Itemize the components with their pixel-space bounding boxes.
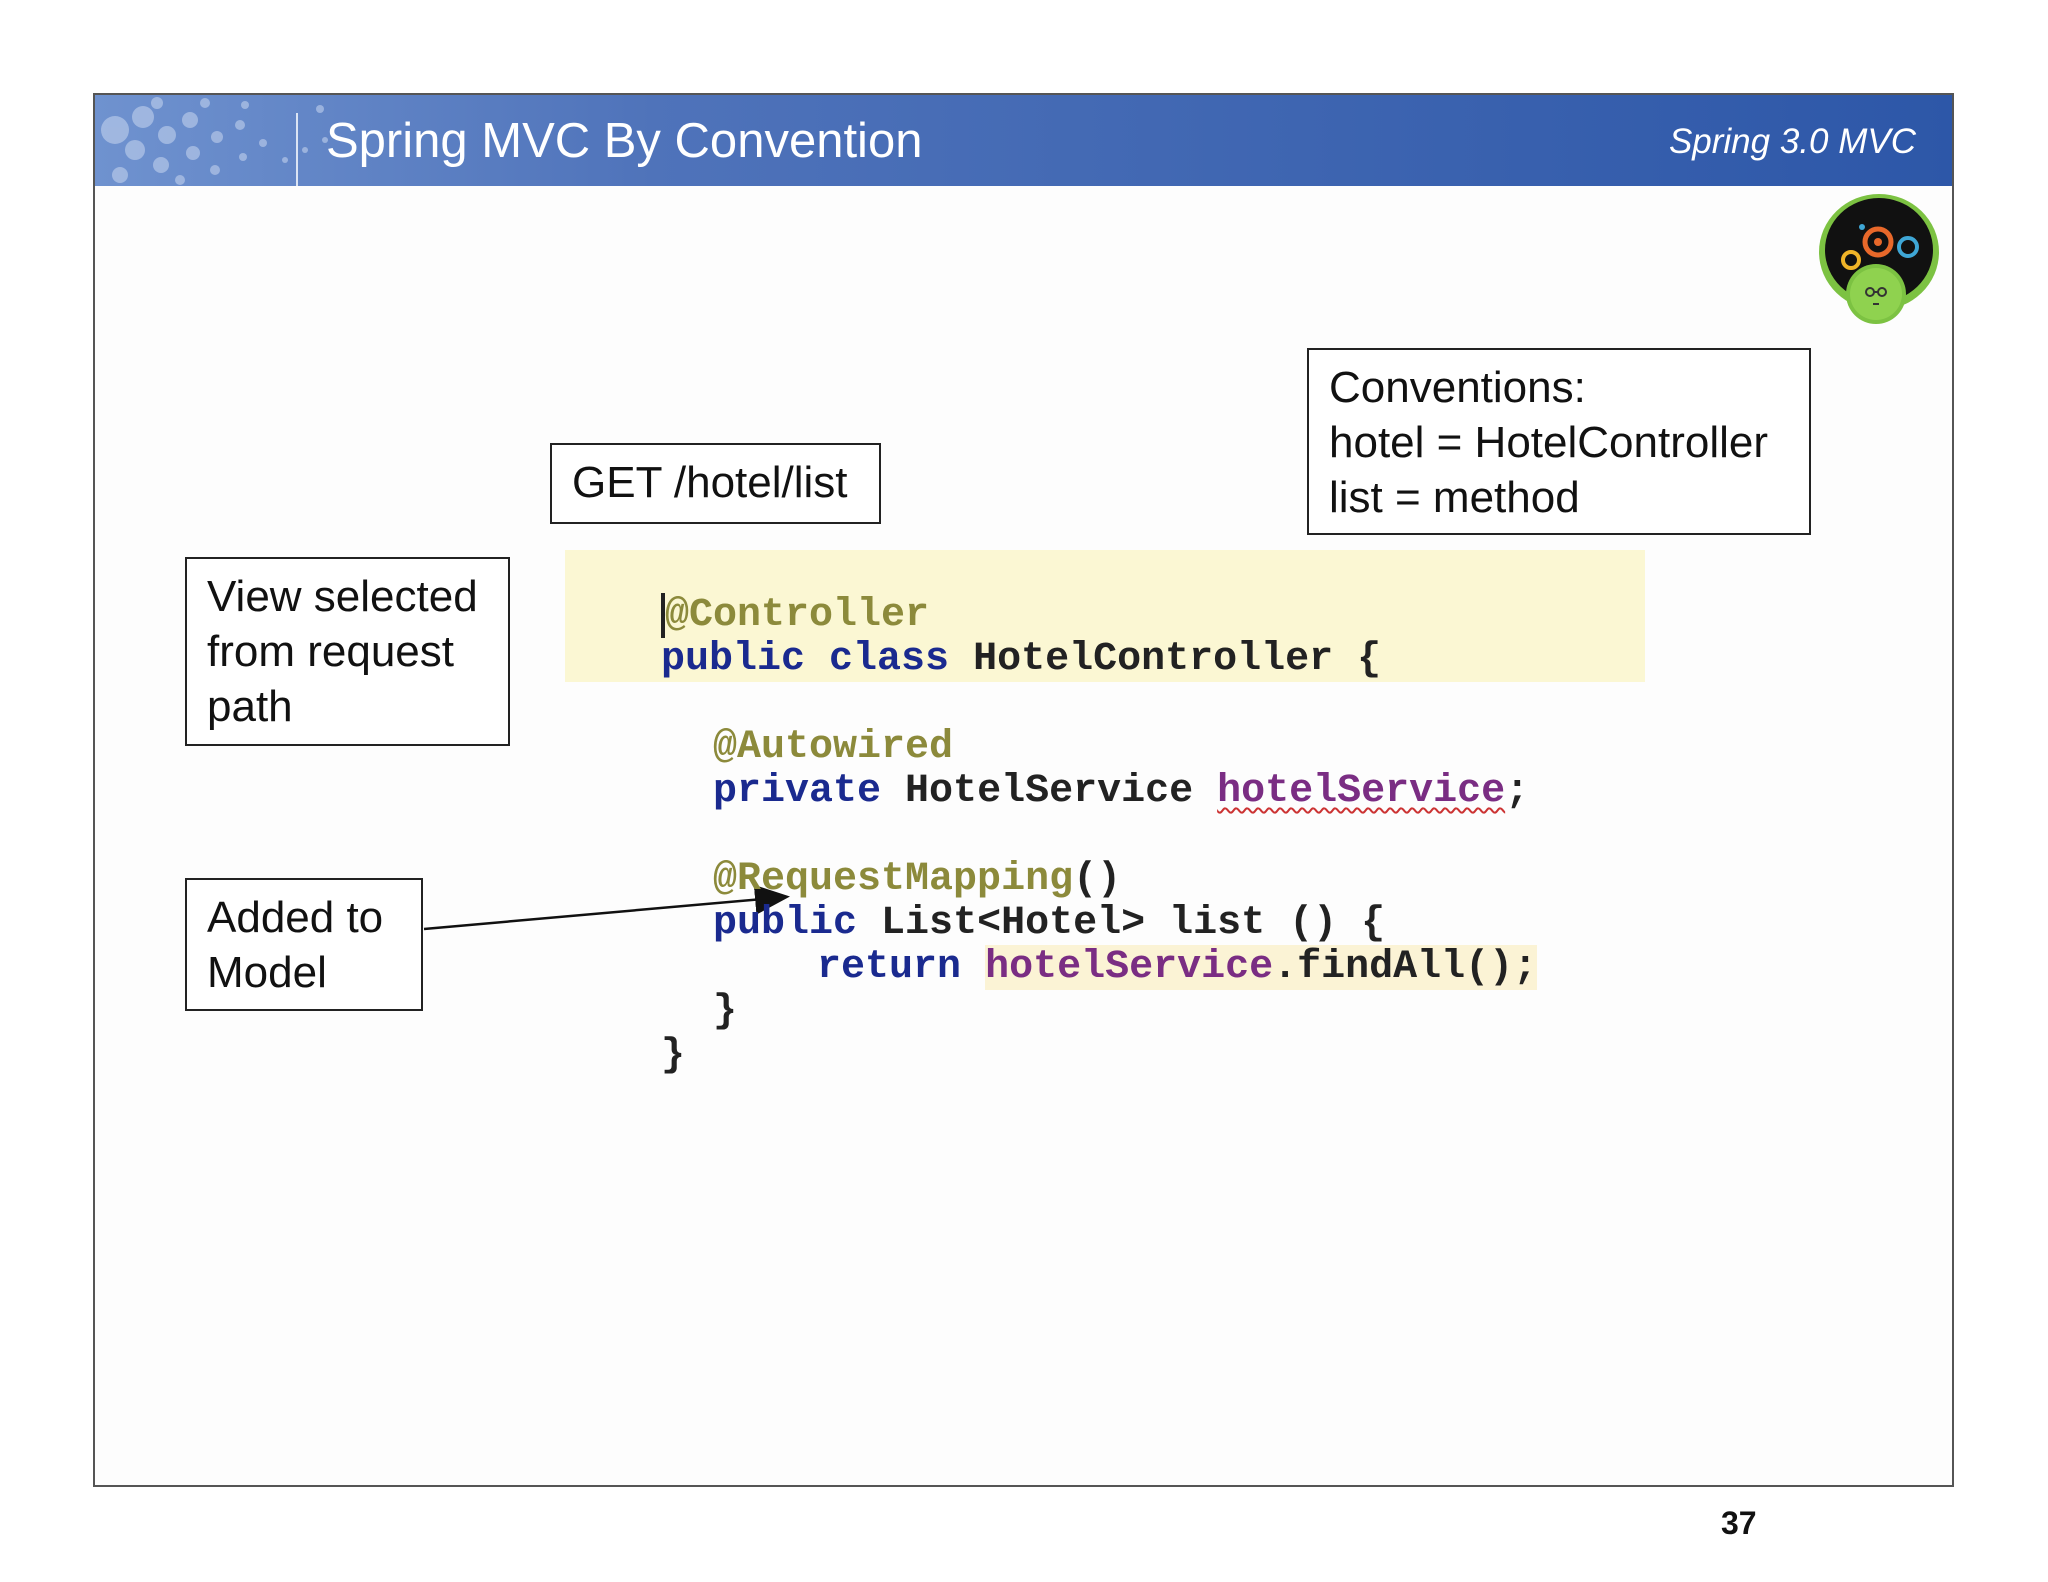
code-line-method: public List<Hotel> list () { xyxy=(617,858,1385,990)
slide-header: Spring MVC By Convention Spring 3.0 MVC xyxy=(95,95,1952,186)
decorative-dots xyxy=(101,97,328,185)
code-annotation-autowired: @Autowired xyxy=(713,725,954,770)
code-block: @Controller public class HotelController… xyxy=(0,0,1645,1078)
code-line-autowired: @Autowired xyxy=(617,682,953,814)
code-field: hotelService xyxy=(985,945,1274,990)
get-path-text: GET /hotel/list xyxy=(572,458,848,507)
code-line-close-method: } xyxy=(617,946,737,1078)
code-class-name: HotelController { xyxy=(949,637,1382,682)
conventions-line-3: list = method xyxy=(1329,473,1580,522)
code-line-field: private HotelService hotelService; xyxy=(617,726,1529,858)
code-type: HotelService xyxy=(881,769,1218,814)
added-to-model-callout: Added to Model xyxy=(185,878,423,1011)
gears-head-logo-icon xyxy=(1819,194,1939,324)
view-selected-line-3: path xyxy=(207,682,293,731)
added-to-model-line-2: Model xyxy=(207,948,327,997)
code-keyword: return xyxy=(817,945,962,990)
header-divider xyxy=(296,113,298,186)
code-keyword: private xyxy=(713,769,882,814)
view-selected-line-2: from request xyxy=(207,627,454,676)
code-keyword: public class xyxy=(661,637,950,682)
slide-subtitle: Spring 3.0 MVC xyxy=(1668,122,1916,161)
code-brace: } xyxy=(713,989,738,1034)
code-call: .findAll(); xyxy=(1273,945,1538,990)
code-brace: } xyxy=(661,1033,686,1078)
code-line-return: return hotelService.findAll(); xyxy=(721,902,1538,1034)
code-line-close-class: } xyxy=(565,990,685,1122)
page-number: 37 xyxy=(1721,1505,1757,1541)
code-line-class: public class HotelController { xyxy=(565,594,1381,726)
code-annotation-requestmapping: @RequestMapping xyxy=(713,857,1074,902)
added-to-model-line-1: Added to xyxy=(207,893,384,942)
view-selected-callout: View selected from request path xyxy=(185,557,510,746)
slide: Spring MVC By Convention Spring 3.0 MVC … xyxy=(93,93,1954,1541)
code-line-controller: @Controller xyxy=(565,550,1645,682)
code-line-requestmapping: @RequestMapping() xyxy=(617,814,1121,946)
code-keyword: public xyxy=(713,901,858,946)
code-parens: () xyxy=(1073,857,1122,902)
get-path-callout: GET /hotel/list xyxy=(550,443,881,524)
conventions-callout: Conventions: hotel = HotelController lis… xyxy=(1307,348,1811,535)
slide-title: Spring MVC By Convention xyxy=(326,114,923,168)
code-method-signature: List<Hotel> list () { xyxy=(857,901,1386,946)
code-field: hotelService xyxy=(1217,769,1506,814)
code-annotation-controller: @Controller xyxy=(661,593,930,638)
conventions-line-2: hotel = HotelController xyxy=(1329,418,1769,467)
view-selected-line-1: View selected xyxy=(207,572,478,621)
conventions-line-1: Conventions: xyxy=(1329,363,1586,412)
code-semicolon: ; xyxy=(1505,769,1530,814)
